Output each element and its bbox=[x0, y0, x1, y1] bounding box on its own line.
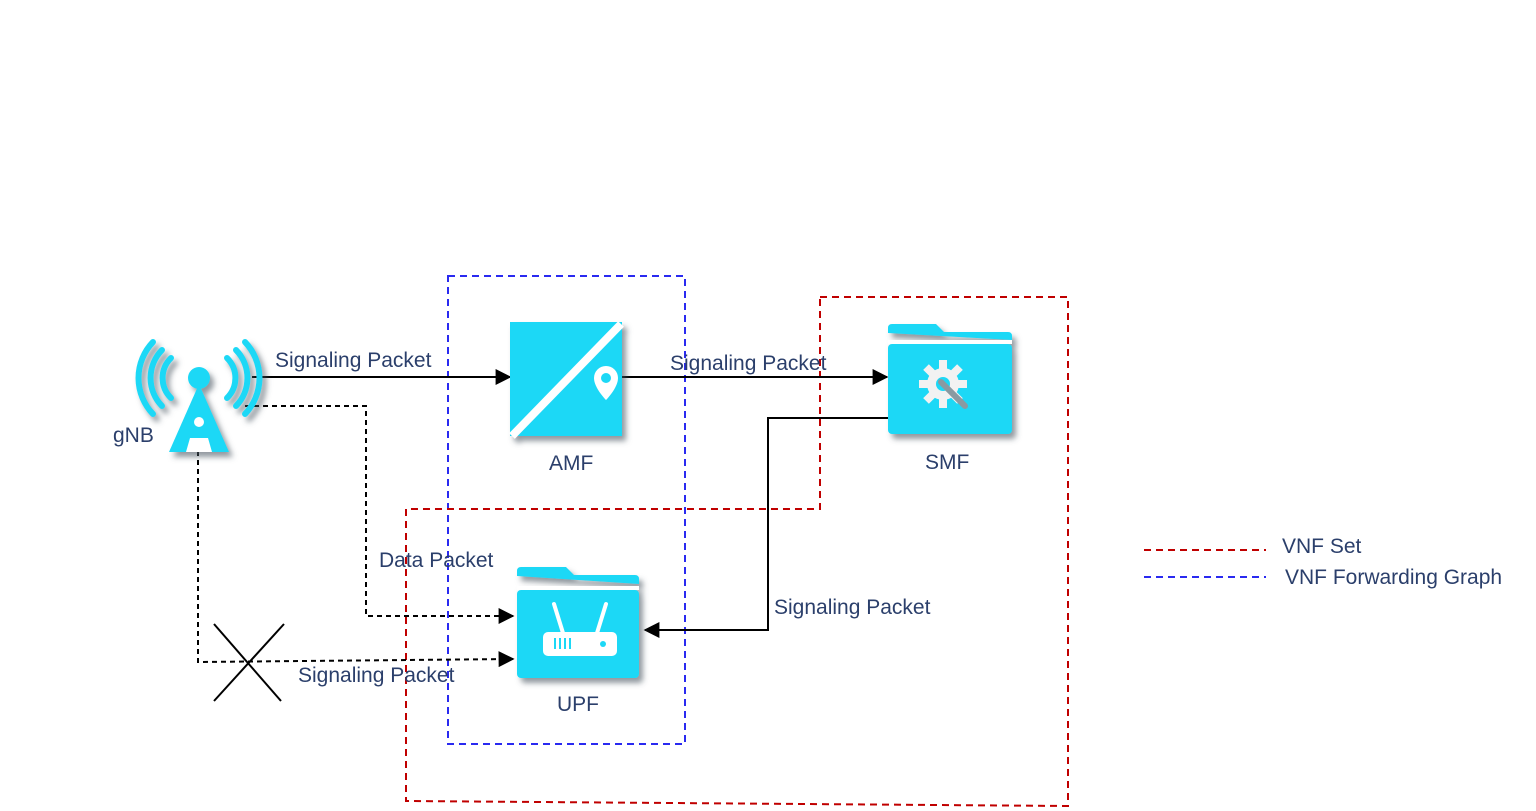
vnf-set-boundary bbox=[405, 296, 1069, 808]
legend: VNF Set VNF Forwarding Graph bbox=[1144, 535, 1502, 589]
folder-router-icon bbox=[517, 567, 639, 678]
smf-label: SMF bbox=[925, 451, 969, 474]
edge-label-gnb-amf: Signaling Packet bbox=[275, 349, 432, 372]
edge-label-gnb-upf-data: Data Packet bbox=[379, 549, 494, 572]
map-location-icon bbox=[509, 321, 624, 439]
radio-tower-icon bbox=[135, 339, 263, 452]
amf-label: AMF bbox=[549, 452, 593, 475]
edge-label-smf-upf: Signaling Packet bbox=[774, 596, 931, 619]
legend-vnf-set-label: VNF Set bbox=[1282, 535, 1362, 558]
upf-label: UPF bbox=[557, 693, 599, 716]
legend-vnf-graph-label: VNF Forwarding Graph bbox=[1285, 566, 1502, 589]
edge-label-amf-smf: Signaling Packet bbox=[670, 352, 827, 375]
folder-gear-wrench-icon bbox=[888, 324, 1012, 434]
edge-gnb-upf-data bbox=[245, 405, 515, 624]
edge-label-gnb-upf-signaling: Signaling Packet bbox=[298, 664, 455, 687]
gnb-label: gNB bbox=[113, 424, 154, 447]
cross-mark-icon bbox=[213, 623, 285, 702]
edge-smf-upf bbox=[643, 417, 888, 638]
edge-gnb-upf-signaling bbox=[197, 442, 515, 668]
